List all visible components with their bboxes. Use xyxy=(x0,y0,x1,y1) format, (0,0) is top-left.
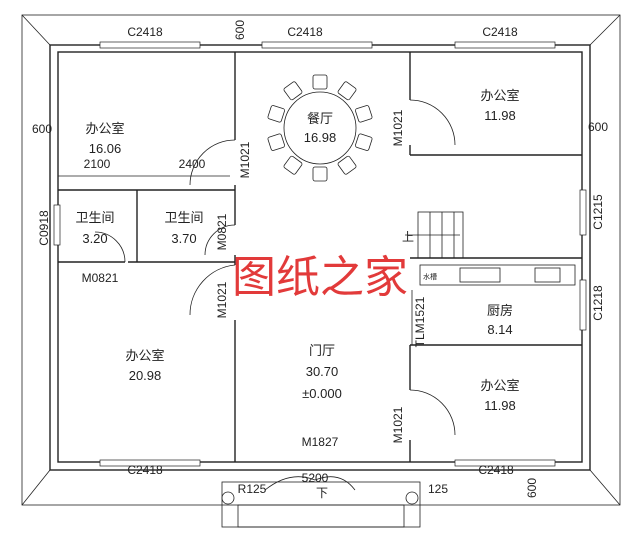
door-tag: M0821 xyxy=(82,271,119,285)
room-labels: 办公室 16.06 餐厅 16.98 办公室 11.98 卫生间 3.20 卫生… xyxy=(75,88,519,413)
windows xyxy=(53,41,587,467)
room-name: 卫生间 xyxy=(75,210,114,225)
chair xyxy=(267,133,285,151)
window-tag: C0918 xyxy=(37,210,51,246)
door-tag: M1021 xyxy=(238,141,252,178)
chair xyxy=(337,81,357,101)
door-tag: M0821 xyxy=(215,213,229,250)
chair xyxy=(283,81,303,101)
room-area: 16.06 xyxy=(89,141,122,156)
door-tag: M1827 xyxy=(302,435,339,449)
room-area: 3.70 xyxy=(171,231,196,246)
chair xyxy=(355,133,373,151)
room-name: 门厅 xyxy=(309,343,335,358)
window-tag: C1215 xyxy=(591,194,605,230)
kitchen-counter xyxy=(419,264,576,286)
window-tag: C2418 xyxy=(287,25,323,39)
interior-walls xyxy=(58,52,582,462)
room-area: 8.14 xyxy=(487,322,512,337)
porch xyxy=(221,481,421,528)
room-area: 11.98 xyxy=(484,398,516,413)
room-name: 办公室 xyxy=(480,88,519,103)
annotations: C2418 C2418 C2418 600 600 600 2100 2400 … xyxy=(32,20,608,500)
radius-label: R125 xyxy=(238,482,267,496)
room-name: 厨房 xyxy=(487,303,513,318)
window-tag: C2418 xyxy=(482,25,518,39)
room-area: 11.98 xyxy=(484,108,516,123)
watermark: 图纸之家 xyxy=(232,252,408,303)
chair xyxy=(312,74,328,90)
room-name: 餐厅 xyxy=(307,111,333,126)
chair xyxy=(337,155,357,175)
dimension: 5200 xyxy=(302,471,329,485)
dining-table xyxy=(267,74,373,182)
chair xyxy=(283,155,303,175)
room-name: 卫生间 xyxy=(164,210,203,225)
window-tag: C1218 xyxy=(591,285,605,321)
stairs xyxy=(405,211,464,259)
room-area: 3.20 xyxy=(82,231,107,246)
door-tag: M1021 xyxy=(215,281,229,318)
dimension: 125 xyxy=(428,482,448,496)
room-name: 办公室 xyxy=(85,121,124,136)
dimension: 600 xyxy=(525,478,539,498)
chair xyxy=(312,166,328,182)
stair-direction: 上 xyxy=(402,230,414,244)
dimension: 600 xyxy=(32,122,52,136)
door-tag: TLM1521 xyxy=(413,296,427,347)
door-tag: M1021 xyxy=(391,406,405,443)
room-area: 30.70 xyxy=(306,364,339,379)
chair xyxy=(355,105,373,123)
chair xyxy=(267,105,285,123)
window-tag: C2418 xyxy=(127,25,163,39)
room-area: 20.98 xyxy=(129,368,162,383)
window-tag: C2418 xyxy=(127,463,163,477)
room-name: 办公室 xyxy=(480,378,519,393)
dimension: 600 xyxy=(233,20,247,40)
elevation-mark: ±0.000 xyxy=(302,386,342,401)
dimension: 2100 xyxy=(84,157,111,171)
stair-direction: 下 xyxy=(316,486,328,500)
doors xyxy=(94,99,456,491)
dimension: 2400 xyxy=(179,157,206,171)
room-area: 16.98 xyxy=(304,130,337,145)
window-tag: C2418 xyxy=(478,463,514,477)
dimension: 600 xyxy=(588,120,608,134)
sink-label: 水槽 xyxy=(423,272,437,281)
door-tag: M1021 xyxy=(391,109,405,146)
room-name: 办公室 xyxy=(125,348,164,363)
